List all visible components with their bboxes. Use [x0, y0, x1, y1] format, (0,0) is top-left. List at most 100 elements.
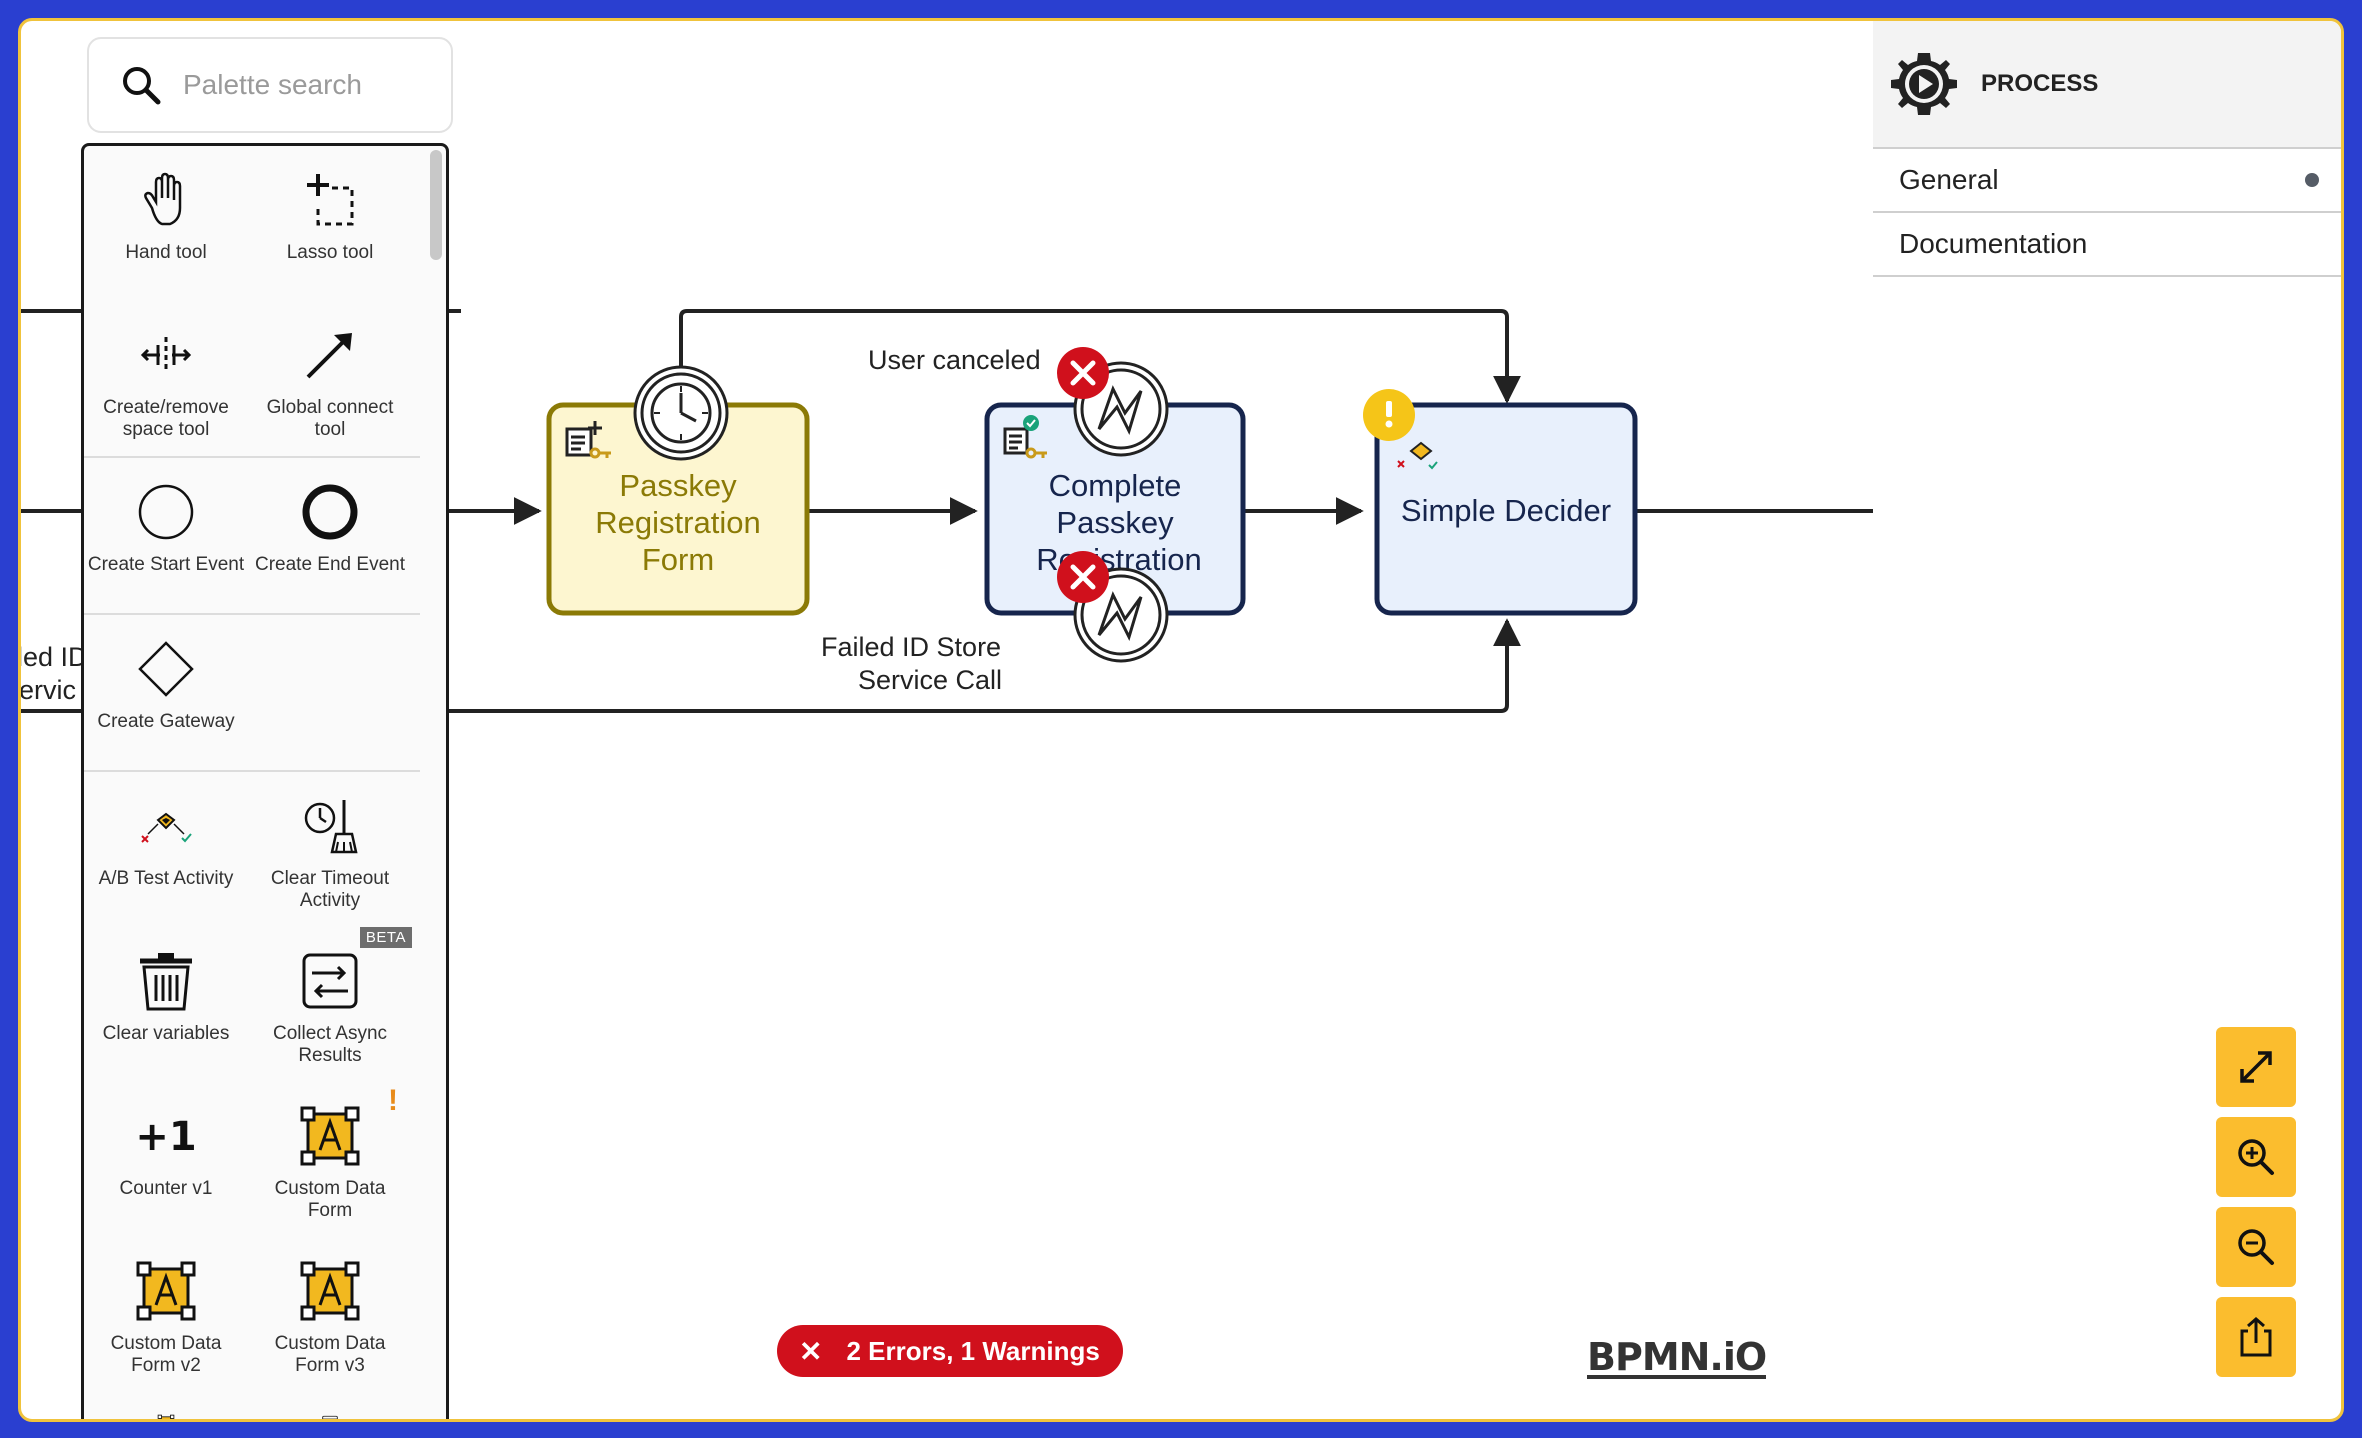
- palette-item-label: Create Gateway: [97, 711, 235, 732]
- flow-timer-user-canceled[interactable]: [679, 309, 1521, 404]
- palette-item-custom-data-form[interactable]: ! Custom Data Form: [248, 1082, 412, 1237]
- form-complete-icon: [1003, 415, 1047, 459]
- properties-section-documentation[interactable]: Documentation: [1873, 213, 2341, 277]
- form-task-icon: [565, 421, 611, 459]
- gateway-icon: [138, 641, 194, 697]
- palette-item-label: Custom Data Form: [274, 1178, 386, 1221]
- browser-window-icon: [322, 1415, 338, 1419]
- label-failed-id-store-1: Failed ID Store: [821, 632, 1001, 662]
- palette-item-start-event[interactable]: Create Start Event: [84, 458, 248, 613]
- start-event-icon: [138, 484, 194, 540]
- process-gear-icon: [1891, 53, 1957, 115]
- fit-viewport-button[interactable]: [2216, 1027, 2296, 1107]
- close-x-icon: ✕: [799, 1335, 823, 1367]
- palette-search-box[interactable]: [87, 37, 453, 133]
- passkey-form-line-2: Registration: [595, 505, 760, 540]
- simple-decider-label: Simple Decider: [1401, 493, 1611, 528]
- palette-item-global-connect[interactable]: Global connect tool: [248, 301, 412, 456]
- zoom-out-button[interactable]: [2216, 1207, 2296, 1287]
- ab-test-small-icon: [1397, 441, 1438, 470]
- custom-data-form-icon: [300, 1261, 360, 1321]
- palette[interactable]: Hand tool Lasso tool Create/remove space…: [81, 143, 449, 1419]
- complete-passkey-line-2: Passkey: [1056, 505, 1174, 540]
- properties-header: PROCESS: [1873, 21, 2341, 149]
- palette-item-label: Hand tool: [125, 242, 207, 263]
- palette-item-label: Clear Timeout Activity: [270, 868, 390, 911]
- palette-item-collect-async[interactable]: BETA Collect Async Results: [248, 927, 412, 1082]
- palette-item-label: A/B Test Activity: [98, 868, 234, 889]
- clear-timeout-icon: [304, 800, 358, 854]
- label-user-canceled: User canceled: [868, 345, 1041, 375]
- end-event-icon: [302, 484, 358, 540]
- section-label: Documentation: [1899, 228, 2088, 259]
- passkey-form-line-3: Form: [642, 542, 714, 577]
- palette-item-label: Create End Event: [255, 554, 405, 575]
- error-marker-icon[interactable]: [1057, 551, 1109, 603]
- palette-search-input[interactable]: [181, 68, 445, 102]
- lint-errors-button[interactable]: ✕ 2 Errors, 1 Warnings: [777, 1325, 1123, 1377]
- beta-badge: BETA: [359, 927, 412, 948]
- section-has-data-dot: [2305, 173, 2319, 187]
- custom-data-form-icon: [136, 1261, 196, 1321]
- custom-data-form-icon: [157, 1414, 175, 1419]
- palette-item-partial[interactable]: [248, 1392, 412, 1419]
- properties-section-general[interactable]: General: [1873, 149, 2341, 213]
- warning-mark: !: [388, 1084, 398, 1117]
- timer-boundary-event[interactable]: [633, 365, 729, 461]
- export-button[interactable]: [2216, 1297, 2296, 1377]
- warning-marker-icon[interactable]: [1363, 389, 1415, 441]
- custom-data-form-icon: [300, 1106, 360, 1166]
- label-clipped-2: ervic: [21, 675, 76, 705]
- palette-item-partial[interactable]: [84, 1392, 248, 1419]
- zoom-in-button[interactable]: [2216, 1117, 2296, 1197]
- fit-viewport-icon: [2240, 1051, 2272, 1083]
- palette-item-label: Custom Data Form v2: [110, 1333, 222, 1376]
- palette-item-gateway[interactable]: Create Gateway: [84, 615, 248, 770]
- palette-group-activities: A/B Test Activity Clear Timeout Activity: [84, 772, 420, 1419]
- bpmn-io-logo[interactable]: BPMN.iO: [1587, 1335, 1767, 1379]
- complete-passkey-line-1: Complete: [1049, 468, 1182, 503]
- error-marker-icon[interactable]: [1057, 347, 1109, 399]
- palette-item-label: Create/remove space tool: [103, 397, 229, 440]
- palette-item-label: Global connect tool: [266, 397, 394, 440]
- flow-failed-id-store[interactable]: [21, 618, 1521, 713]
- errors-summary: 2 Errors, 1 Warnings: [846, 1335, 1100, 1366]
- palette-group-events: Create Start Event Create End Event: [84, 458, 420, 615]
- palette-item-custom-data-form-v3[interactable]: Custom Data Form v3: [248, 1237, 412, 1392]
- modeler-canvas[interactable]: User canceled Failed ID Store Service Ca…: [18, 18, 2344, 1422]
- zoom-in-icon: [2238, 1139, 2274, 1175]
- connect-arrow-icon: [306, 333, 352, 379]
- passkey-form-line-1: Passkey: [619, 468, 737, 503]
- palette-item-space-tool[interactable]: Create/remove space tool: [84, 301, 248, 456]
- palette-item-counter[interactable]: +1 Counter v1: [84, 1082, 248, 1237]
- palette-scrollbar[interactable]: [430, 150, 442, 260]
- lasso-icon: [307, 174, 354, 226]
- palette-item-label: Custom Data Form v3: [274, 1333, 386, 1376]
- bpmn-diagram[interactable]: User canceled Failed ID Store Service Ca…: [21, 21, 2341, 1419]
- palette-item-label: Counter v1: [119, 1178, 213, 1199]
- ab-test-icon: [141, 812, 192, 843]
- task-simple-decider[interactable]: Simple Decider: [1374, 402, 1638, 616]
- palette-item-ab-test[interactable]: A/B Test Activity: [84, 772, 248, 927]
- palette-group-tools: Hand tool Lasso tool Create/remove space…: [84, 146, 420, 458]
- palette-item-label: Clear variables: [102, 1023, 230, 1044]
- palette-item-clear-timeout[interactable]: Clear Timeout Activity: [248, 772, 412, 927]
- search-icon: [123, 67, 161, 105]
- palette-item-hand-tool[interactable]: Hand tool: [84, 146, 248, 301]
- properties-panel: PROCESS General Documentation: [1873, 21, 2341, 281]
- palette-group-gateways: Create Gateway: [84, 615, 420, 772]
- trash-icon: [140, 953, 192, 1011]
- properties-title: PROCESS: [1981, 70, 2099, 97]
- palette-item-label: Create Start Event: [87, 554, 245, 575]
- palette-item-label: Lasso tool: [286, 242, 374, 263]
- collect-async-icon: [302, 953, 358, 1009]
- palette-item-custom-data-form-v2[interactable]: Custom Data Form v2: [84, 1237, 248, 1392]
- hand-icon: [144, 172, 182, 226]
- palette-item-label: Collect Async Results: [272, 1023, 388, 1066]
- zoom-out-icon: [2238, 1229, 2274, 1265]
- counter-icon: +1: [135, 1114, 196, 1160]
- export-icon: [2240, 1317, 2272, 1357]
- palette-item-clear-variables[interactable]: Clear variables: [84, 927, 248, 1082]
- palette-item-end-event[interactable]: Create End Event: [248, 458, 412, 613]
- palette-item-lasso-tool[interactable]: Lasso tool: [248, 146, 412, 301]
